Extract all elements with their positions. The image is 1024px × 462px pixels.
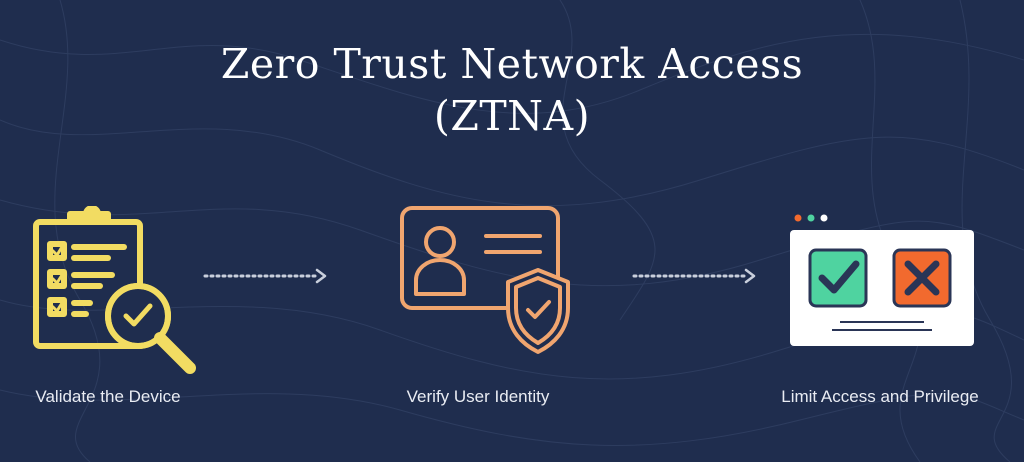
clipboard-checklist-magnifier-icon — [28, 205, 208, 382]
flow-arrow-2 — [632, 268, 756, 284]
browser-check-cross-icon — [784, 210, 980, 350]
step-label-verify-identity: Verify User Identity — [406, 387, 550, 406]
step-label-validate-device: Validate the Device — [35, 387, 181, 406]
page-subtitle: (ZTNA) — [433, 92, 591, 140]
id-card-shield-icon — [392, 204, 582, 356]
flow-arrow-1 — [203, 268, 327, 284]
page-title: Zero Trust Network Access — [220, 40, 804, 88]
step-label-limit-access: Limit Access and Privilege — [781, 387, 979, 406]
